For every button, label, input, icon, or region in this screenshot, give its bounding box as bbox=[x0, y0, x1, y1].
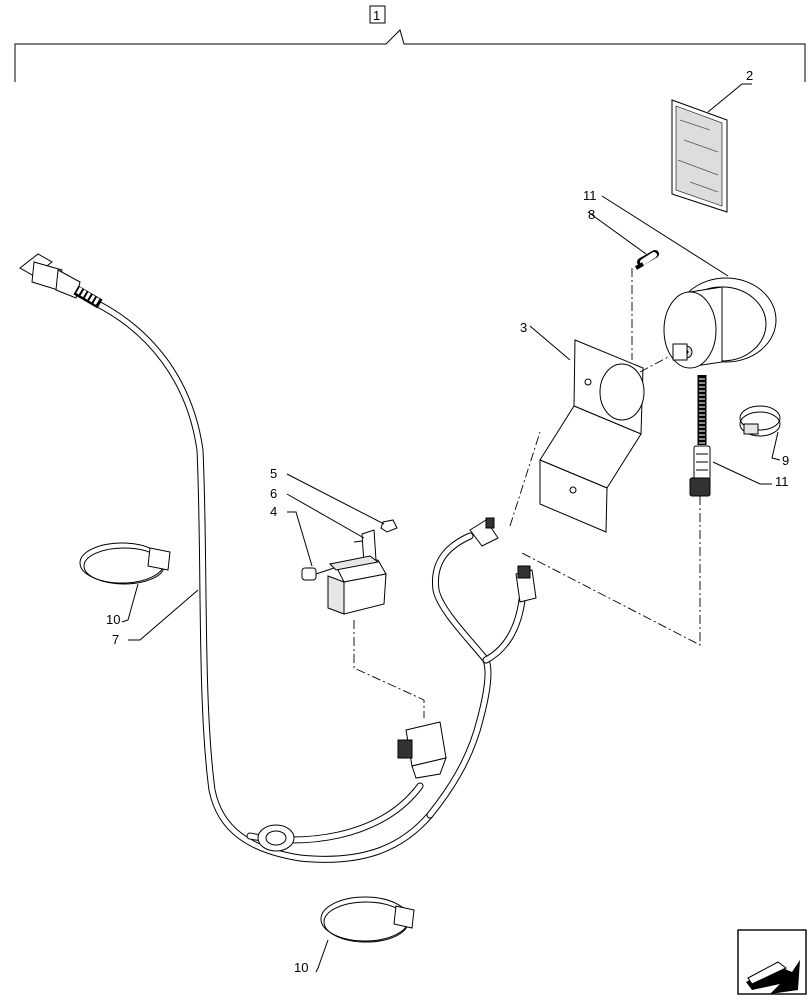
callout-10-upper: 10 bbox=[106, 612, 120, 627]
mounting-bracket: 3 bbox=[520, 320, 645, 533]
callout-11-top: 11 bbox=[583, 188, 597, 203]
callout-3: 3 bbox=[520, 320, 527, 335]
backup-alarm bbox=[663, 277, 777, 497]
bolt: 8 bbox=[587, 207, 659, 270]
callout-4: 4 bbox=[270, 504, 277, 519]
alarm-plug-connector bbox=[469, 517, 499, 547]
harness-main-connector bbox=[19, 253, 103, 309]
hose-clamp: 9 bbox=[739, 405, 789, 468]
wire-harness: 7 bbox=[19, 253, 537, 863]
alarm-callouts: 11 11 bbox=[583, 188, 789, 489]
manual-booklet: 2 bbox=[671, 68, 753, 213]
assembly-lines bbox=[353, 268, 701, 718]
callout-9: 9 bbox=[782, 453, 789, 468]
callout-6: 6 bbox=[270, 486, 277, 501]
callout-11-bottom: 11 bbox=[775, 474, 789, 489]
callout-5: 5 bbox=[270, 466, 277, 481]
assembly-bracket: 1 bbox=[14, 5, 806, 82]
relay-assembly: 5 6 4 bbox=[270, 466, 398, 615]
junction-connector bbox=[397, 721, 447, 779]
cable-tie-lower: 10 bbox=[294, 896, 415, 975]
arrow-icon bbox=[737, 929, 807, 995]
cable-tie-upper: 10 bbox=[79, 542, 171, 627]
callout-2: 2 bbox=[746, 68, 753, 83]
callout-8: 8 bbox=[588, 207, 595, 222]
auxiliary-plug-connector bbox=[515, 565, 537, 603]
callout-10-lower: 10 bbox=[294, 960, 308, 975]
callout-1: 1 bbox=[373, 8, 380, 23]
callout-7: 7 bbox=[112, 632, 119, 647]
